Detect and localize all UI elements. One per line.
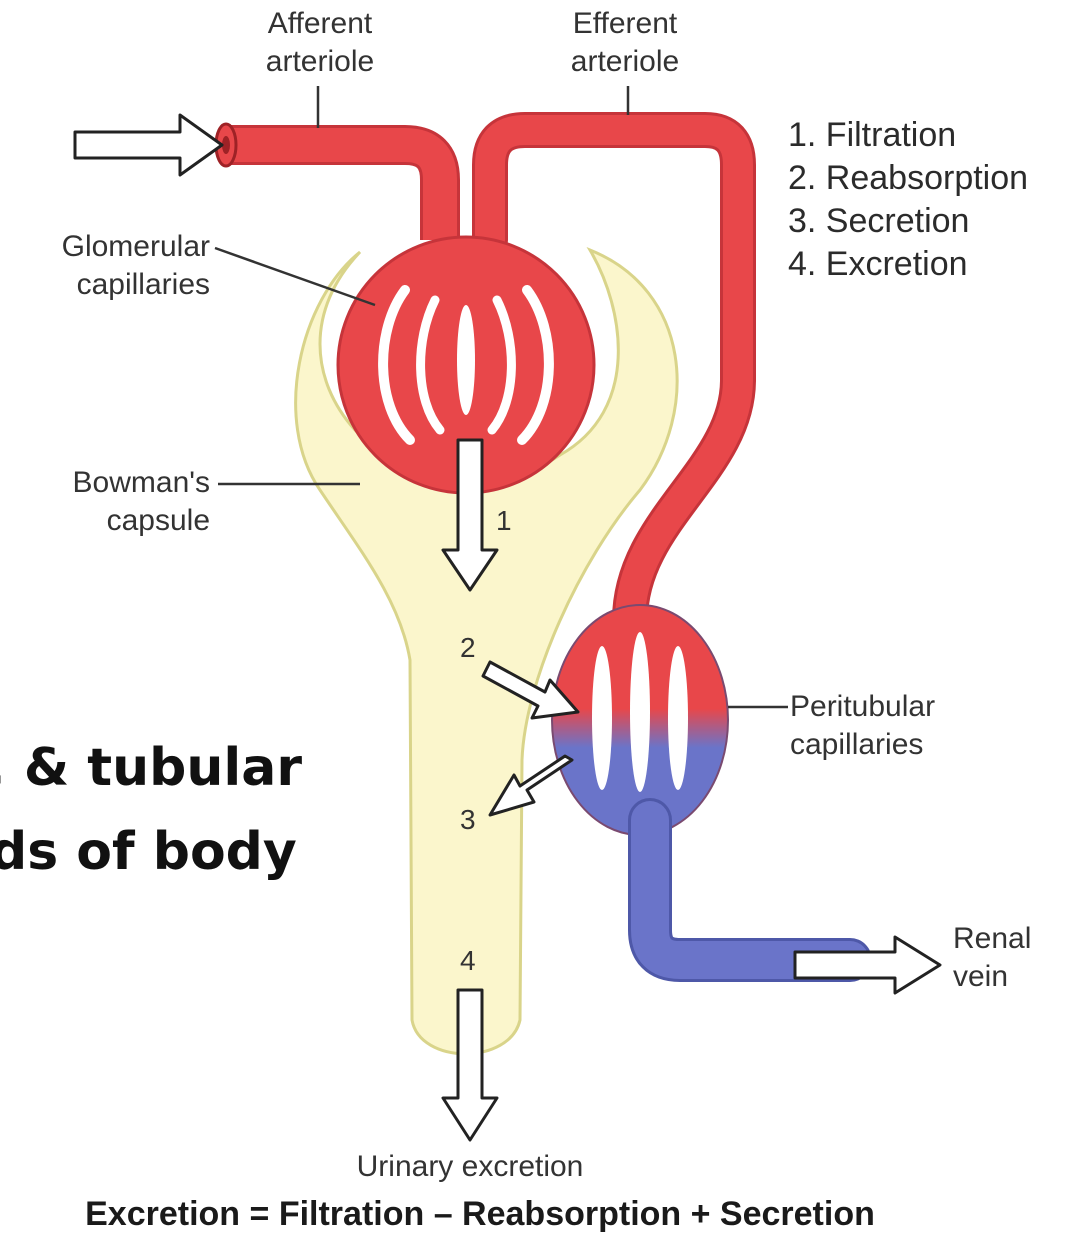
step-number-3: 3 bbox=[460, 804, 476, 836]
renal-vein bbox=[650, 820, 850, 960]
glomerular-leader bbox=[215, 248, 375, 305]
afferent-arteriole bbox=[216, 124, 440, 240]
legend-item-filtration: 1. Filtration bbox=[788, 114, 1028, 157]
step-number-2: 2 bbox=[460, 632, 476, 664]
process-legend: 1. Filtration 2. Reabsorption 3. Secreti… bbox=[788, 114, 1028, 286]
legend-item-reabsorption: 2. Reabsorption bbox=[788, 157, 1028, 200]
overlay-text-line-1: , & tubular bbox=[0, 738, 302, 798]
legend-item-secretion: 3. Secretion bbox=[788, 200, 1028, 243]
urinary-excretion-label: Urinary excretion bbox=[300, 1148, 640, 1186]
overlay-text-line-2: ds of body bbox=[0, 822, 297, 882]
step-number-4: 4 bbox=[460, 945, 476, 977]
step-number-1: 1 bbox=[496, 505, 512, 537]
inflow-arrow bbox=[75, 115, 222, 175]
excretion-equation: Excretion = Filtration – Reabsorption + … bbox=[0, 1195, 960, 1234]
legend-item-excretion: 4. Excretion bbox=[788, 243, 1028, 286]
